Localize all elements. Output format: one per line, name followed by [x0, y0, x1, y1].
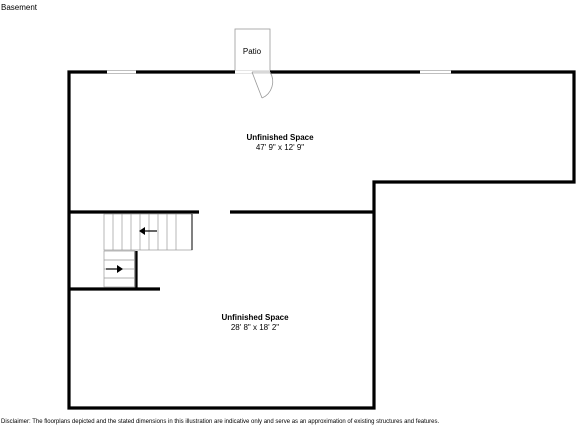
- outer-wall: [67, 70, 576, 410]
- room-name-lower: Unfinished Space: [221, 313, 289, 322]
- disclaimer: Disclaimer: The floorplans depicted and …: [1, 419, 440, 425]
- door-swing: [251, 71, 274, 99]
- door-leaf: [251, 71, 263, 99]
- floor-name: Basement: [1, 3, 38, 12]
- room-name-upper: Unfinished Space: [246, 133, 314, 142]
- patio-label: Patio: [243, 47, 262, 56]
- room-dimensions-lower: 28' 8" x 18' 2": [231, 323, 279, 332]
- door-arc: [261, 71, 274, 99]
- window-left: [107, 70, 136, 74]
- interior-walls: [69, 210, 374, 291]
- room-dimensions-upper: 47' 9" x 12' 9": [256, 143, 304, 152]
- window-right: [420, 70, 451, 74]
- walls: [67, 70, 576, 410]
- stair-upper-run: [103, 213, 193, 251]
- stair-arrows: [106, 227, 157, 273]
- stairs: [103, 213, 193, 288]
- patio: Patio: [234, 28, 271, 73]
